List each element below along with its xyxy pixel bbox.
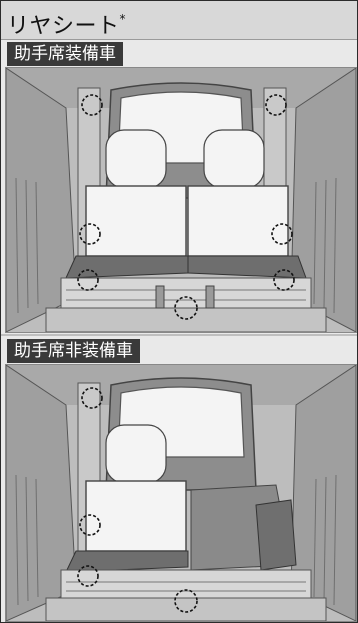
dashed-circle-icon bbox=[81, 387, 103, 409]
illustration-with-passenger-seat bbox=[5, 67, 357, 333]
dashed-circle-icon bbox=[174, 589, 198, 613]
dashed-circle-icon bbox=[79, 223, 101, 245]
dashed-circle-icon bbox=[79, 514, 101, 536]
title-asterisk: * bbox=[119, 12, 127, 26]
cabin-illustration-2 bbox=[6, 365, 356, 621]
dashed-circle-icon bbox=[273, 269, 295, 291]
section-label-no-passenger-seat: 助手席非装備車 bbox=[7, 339, 140, 363]
section-label-passenger-seat: 助手席装備車 bbox=[7, 42, 123, 66]
cabin-illustration-1 bbox=[6, 68, 356, 332]
header-bar: リヤシート* bbox=[1, 1, 357, 40]
section-divider bbox=[1, 334, 357, 336]
page-title-text: リヤシート bbox=[7, 14, 120, 39]
dashed-circle-icon bbox=[77, 269, 99, 291]
dashed-circle-icon bbox=[174, 296, 198, 320]
dashed-circle-icon bbox=[265, 94, 287, 116]
dashed-circle-icon bbox=[271, 223, 293, 245]
dashed-circle-icon bbox=[77, 565, 99, 587]
dashed-circle-icon bbox=[81, 94, 103, 116]
page-title: リヤシート* bbox=[7, 5, 126, 41]
illustration-without-passenger-seat bbox=[5, 364, 357, 622]
